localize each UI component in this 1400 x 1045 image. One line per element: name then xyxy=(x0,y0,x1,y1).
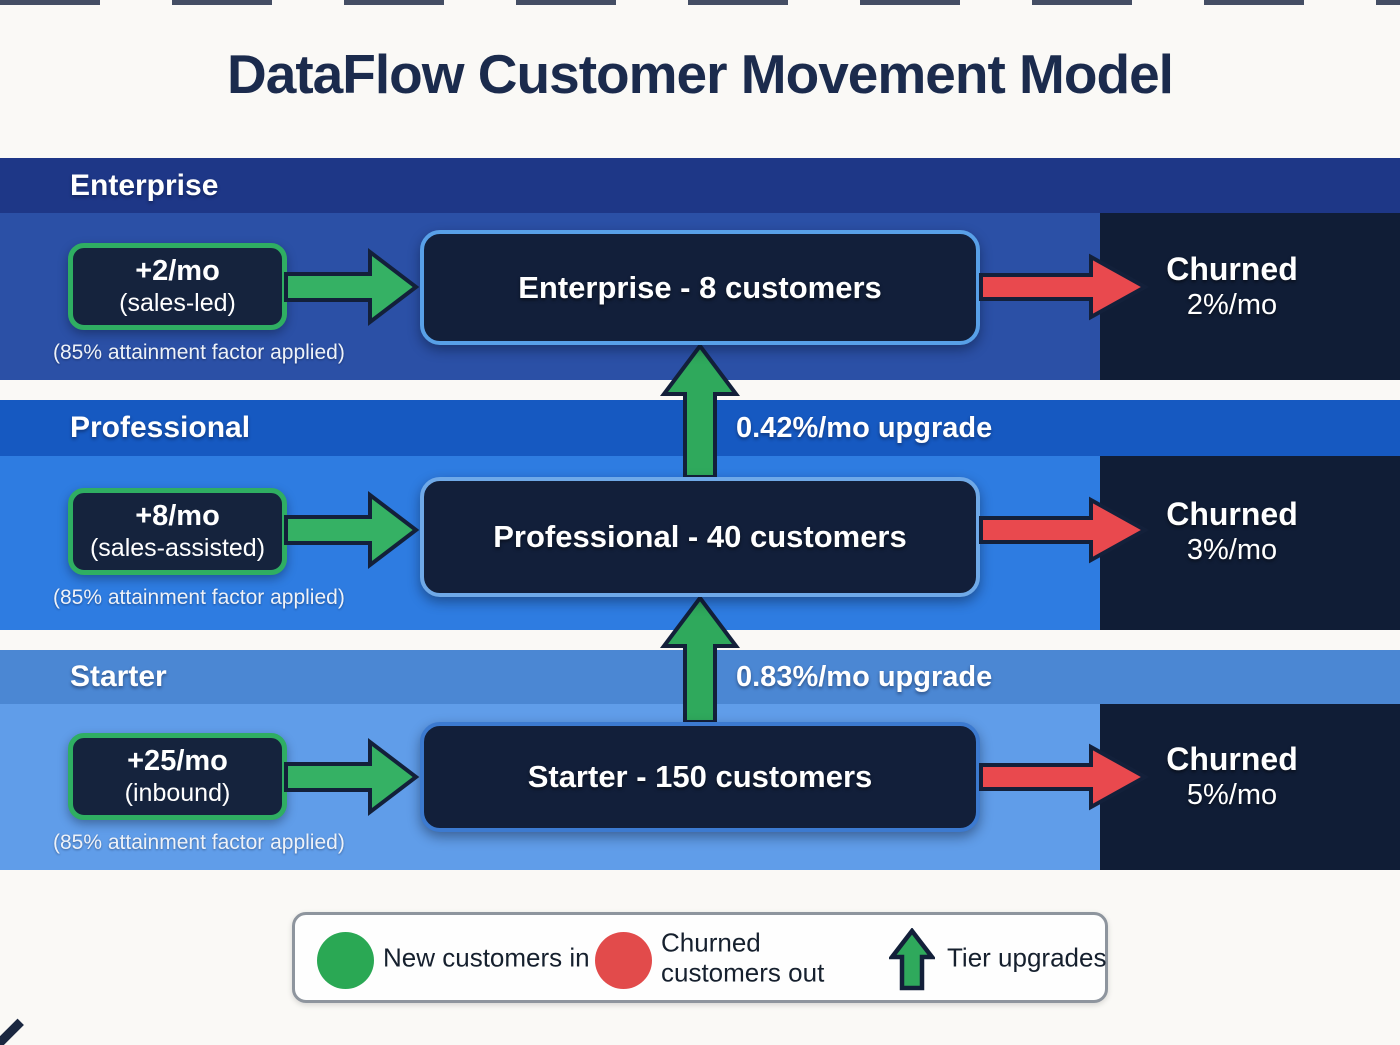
inflow-channel-enterprise: (sales-led) xyxy=(119,288,236,317)
stock-box-enterprise: Enterprise - 8 customers xyxy=(420,230,980,345)
legend-label-new-customers: New customers in xyxy=(383,942,590,972)
professional-churn-arrow-icon xyxy=(979,496,1149,564)
tier-name-starter: Starter xyxy=(70,660,167,693)
attainment-note-professional: (85% attainment factor applied) xyxy=(53,586,345,609)
attainment-note-enterprise: (85% attainment factor applied) xyxy=(53,341,345,364)
churn-label-professional: Churned xyxy=(1166,496,1298,532)
churn-text-enterprise: Churned 2%/mo xyxy=(1100,250,1364,323)
inflow-rate-professional: +8/mo xyxy=(135,500,220,533)
legend-label-tier-upgrades: Tier upgrades xyxy=(947,942,1107,972)
enterprise-inflow-arrow-icon xyxy=(284,247,420,327)
churn-block-starter xyxy=(1100,704,1400,870)
professional-inflow-arrow-icon xyxy=(284,490,420,570)
top-edge-marks xyxy=(0,0,1400,5)
churn-rate-enterprise: 2%/mo xyxy=(1186,289,1278,322)
upgrade-rate-label-starter: 0.83%/mo upgrade xyxy=(736,661,993,693)
tier-upgrade-arrow-icon xyxy=(889,928,935,991)
attainment-note-starter: (85% attainment factor applied) xyxy=(53,831,345,854)
inflow-channel-starter: (inbound) xyxy=(124,778,231,807)
stock-box-starter: Starter - 150 customers xyxy=(420,722,980,832)
churn-rate-starter: 5%/mo xyxy=(1186,779,1278,812)
churn-text-professional: Churned 3%/mo xyxy=(1100,495,1364,568)
starter-inflow-arrow-icon xyxy=(284,737,420,817)
upgrade-rate-label-professional: 0.42%/mo upgrade xyxy=(736,412,993,444)
starter-churn-arrow-icon xyxy=(979,743,1149,811)
new-customers-dot-icon xyxy=(317,932,374,989)
churn-label-starter: Churned xyxy=(1166,741,1298,777)
churn-block-enterprise xyxy=(1100,213,1400,380)
diagram-title: DataFlow Customer Movement Model xyxy=(227,43,1174,105)
tier-name-enterprise: Enterprise xyxy=(70,168,219,202)
tier-name-professional: Professional xyxy=(70,411,251,444)
tier-header-enterprise: Enterprise xyxy=(0,158,1400,213)
stock-label-starter: Starter - 150 customers xyxy=(527,759,873,794)
inflow-box-professional: +8/mo (sales-assisted) xyxy=(68,488,287,575)
enterprise-churn-arrow-icon xyxy=(979,253,1149,321)
inflow-box-enterprise: +2/mo (sales-led) xyxy=(68,243,287,330)
churn-text-starter: Churned 5%/mo xyxy=(1100,740,1364,813)
stock-label-enterprise: Enterprise - 8 customers xyxy=(518,269,882,305)
bottom-left-mark xyxy=(0,1018,24,1045)
inflow-box-starter: +25/mo (inbound) xyxy=(68,733,287,820)
starter-to-professional-upgrade-arrow-icon xyxy=(660,595,740,724)
legend-label-churned: Churned customers out xyxy=(661,926,825,988)
stock-label-professional: Professional - 40 customers xyxy=(493,519,907,554)
inflow-channel-professional: (sales-assisted) xyxy=(89,533,266,562)
inflow-rate-starter: +25/mo xyxy=(127,745,228,778)
stock-box-professional: Professional - 40 customers xyxy=(420,477,980,597)
churn-block-professional xyxy=(1100,456,1400,630)
churned-dot-icon xyxy=(595,932,652,989)
professional-to-enterprise-upgrade-arrow-icon xyxy=(660,343,740,479)
churn-rate-professional: 3%/mo xyxy=(1186,534,1278,567)
legend: New customers in Churned customers out T… xyxy=(292,912,1108,1003)
inflow-rate-enterprise: +2/mo xyxy=(135,255,220,288)
churn-label-enterprise: Churned xyxy=(1166,251,1298,287)
